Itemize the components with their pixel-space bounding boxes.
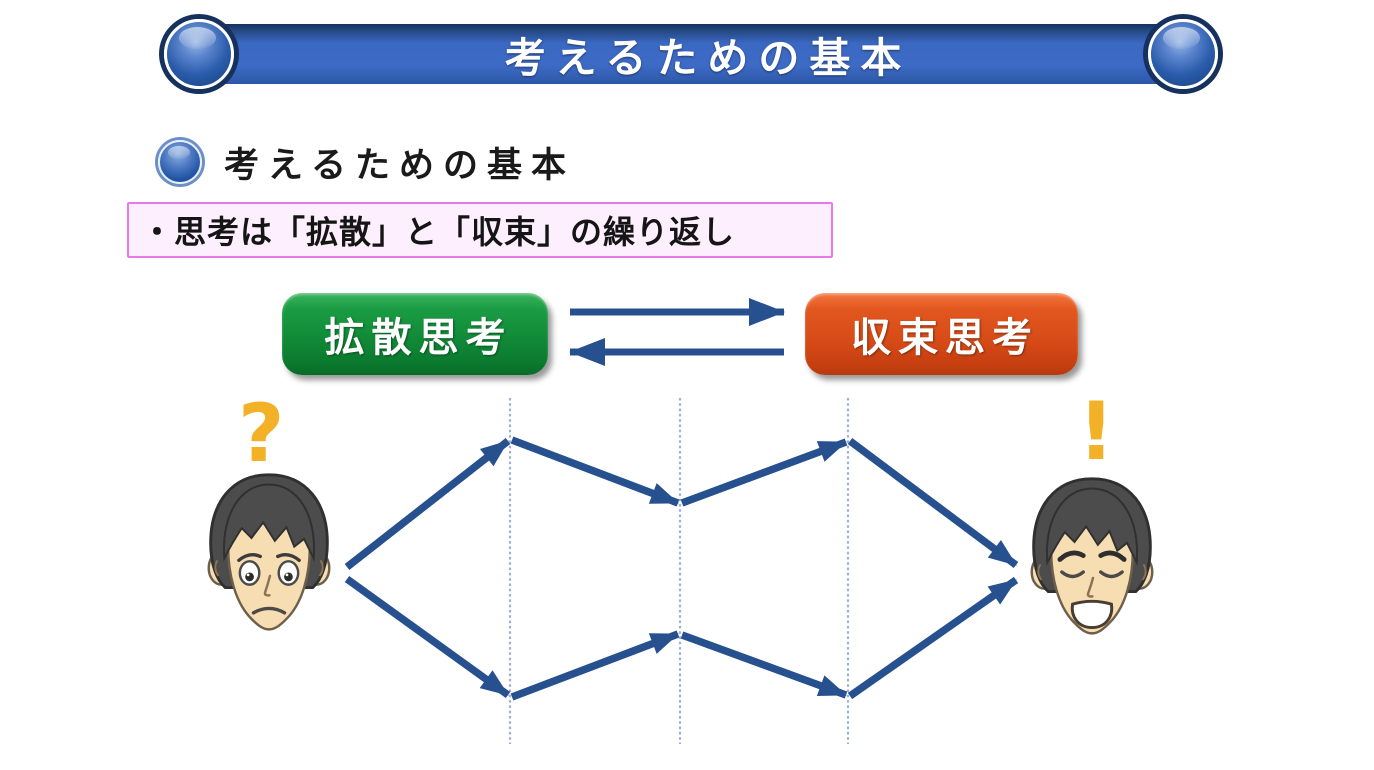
slide-title-bar: 考えるための基本 [196, 24, 1210, 84]
sphere-ornament-left-icon [164, 19, 234, 89]
note-box: ・思考は「拡散」と「収束」の繰り返し [127, 202, 833, 258]
thinking-path-arrows [344, 436, 1019, 701]
bullet-sphere-icon [158, 140, 202, 184]
exclamation-mark: ! [1078, 385, 1115, 478]
convergent-thinking-label: 収束思考 [851, 316, 1039, 360]
section-heading-row: 考えるための基本 [158, 138, 575, 186]
question-mark: ? [238, 387, 285, 480]
guide-lines [508, 398, 850, 744]
cycle-arrows [569, 298, 785, 366]
happy-face-icon [1030, 477, 1154, 635]
section-heading: 考えるための基本 [224, 145, 575, 185]
convergent-thinking-pill: 収束思考 [805, 293, 1078, 375]
note-text: ・思考は「拡散」と「収束」の繰り返し [141, 214, 736, 250]
divergent-thinking-label: 拡散思考 [324, 316, 513, 360]
sphere-ornament-right-icon [1148, 19, 1218, 89]
confused-face-icon [207, 473, 331, 631]
slide-title: 考えるための基本 [504, 35, 912, 81]
divergent-thinking-pill: 拡散思考 [282, 293, 548, 375]
